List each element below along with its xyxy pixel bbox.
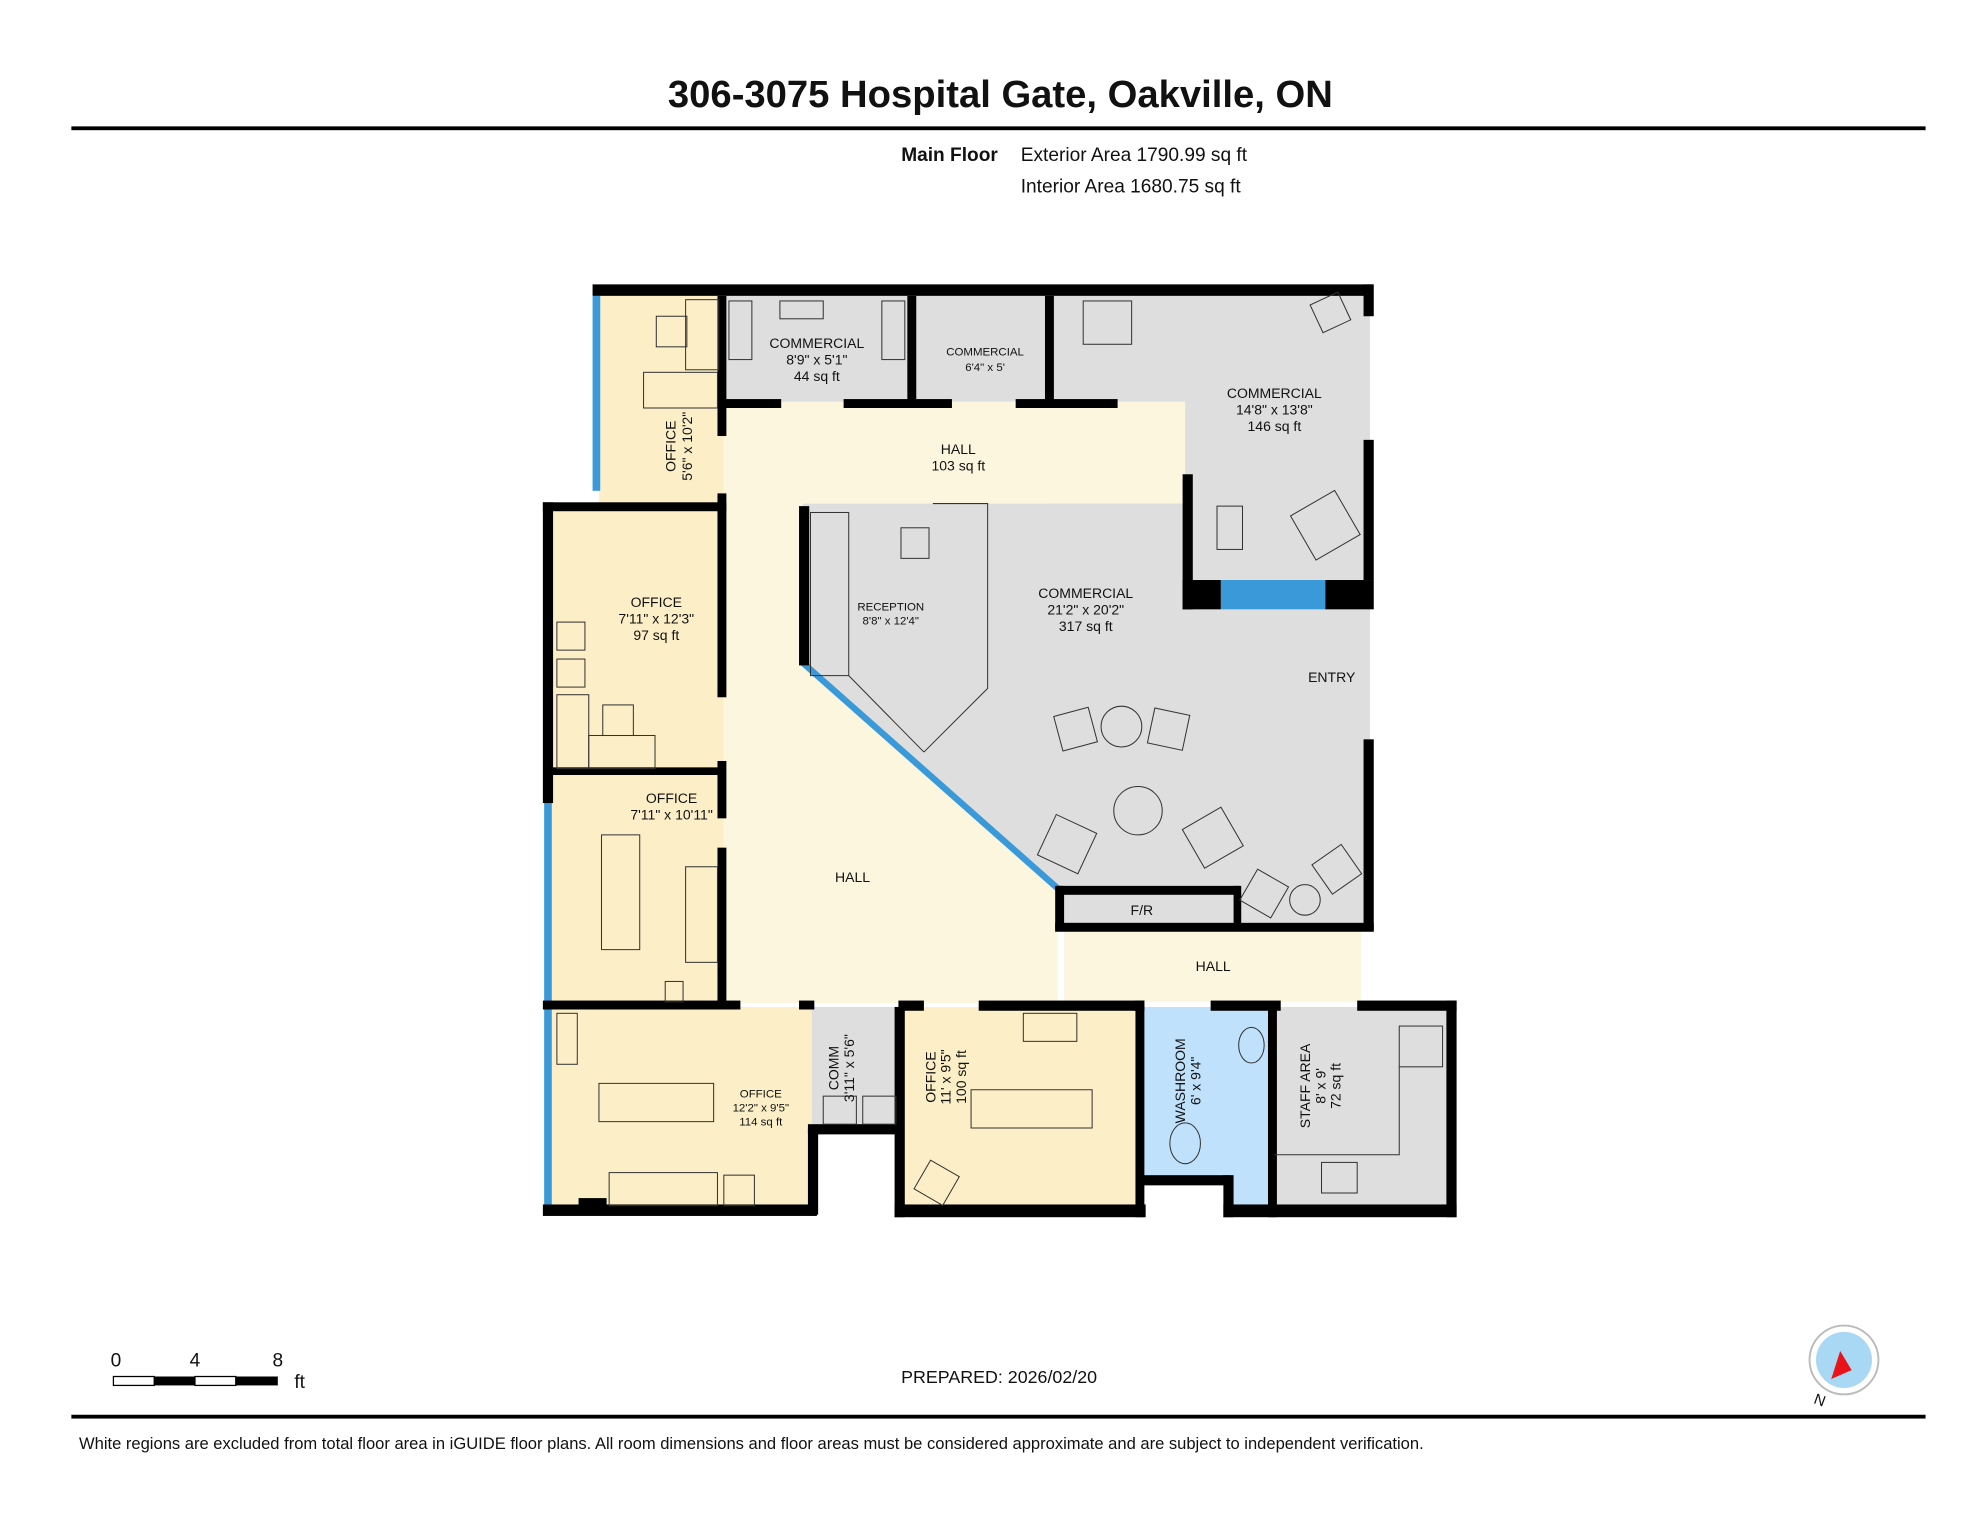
room-area: 72 sq ft <box>1328 1063 1344 1109</box>
room-office-l3 <box>547 771 724 1005</box>
room-name: STAFF AREA <box>1297 1043 1313 1128</box>
room-dims: 8'8" x 12'4" <box>863 616 919 628</box>
interior-area: Interior Area 1680.75 sq ft <box>1021 177 1242 198</box>
furniture <box>556 291 1444 1207</box>
room-fr <box>1057 892 1237 926</box>
room-area: 114 sq ft <box>739 1116 783 1128</box>
compass-north-label: N <box>1812 1391 1828 1411</box>
floor-label: Main Floor <box>901 145 998 166</box>
room-office-bm <box>900 1006 1139 1211</box>
scale-tick: 8 <box>272 1350 283 1371</box>
room-dims: 7'11" x 10'11" <box>630 807 713 823</box>
room-name: COMMERCIAL <box>769 335 864 351</box>
room-dims: 21'2" x 20'2" <box>1047 601 1124 617</box>
scale-bar: 0 4 8 ft <box>111 1350 306 1393</box>
windows <box>544 295 1326 1205</box>
disclaimer: White regions are excluded from total fl… <box>79 1434 1424 1453</box>
room-name: F/R <box>1131 902 1154 918</box>
room-name: OFFICE <box>740 1088 782 1100</box>
room-name: COMMERCIAL <box>1227 385 1322 401</box>
prepared-date: PREPARED: 2026/02/20 <box>901 1367 1097 1387</box>
room-name: RECEPTION <box>857 602 924 614</box>
room-office-bl <box>547 1006 812 1211</box>
header-divider <box>71 126 1926 131</box>
room-dims: 6' x 9'4" <box>1187 1057 1203 1105</box>
page-title: 306-3075 Hospital Gate, Oakville, ON <box>668 73 1333 116</box>
exterior-area: Exterior Area 1790.99 sq ft <box>1021 145 1248 166</box>
room-commercial-main <box>802 503 1370 928</box>
room-washroom <box>1138 1006 1275 1209</box>
room-fills <box>547 295 1451 1211</box>
scale-unit: ft <box>294 1372 305 1393</box>
room-commercial-2 <box>911 295 1048 406</box>
walls <box>542 284 1457 1218</box>
room-name: COMMERCIAL <box>1038 585 1133 601</box>
room-dims: 14'8" x 13'8" <box>1236 401 1313 417</box>
scale-tick: 0 <box>111 1350 122 1371</box>
room-name: OFFICE <box>631 594 682 610</box>
room-commercial-1 <box>723 295 912 406</box>
room-dims: 3'11" x 5'6" <box>841 1034 857 1102</box>
room-hall <box>723 401 1186 1004</box>
room-dims: 5'6" x 10'2" <box>679 412 695 481</box>
room-dims: 8'9" x 5'1" <box>786 352 847 368</box>
window <box>544 800 552 1005</box>
room-area: 146 sq ft <box>1248 418 1302 434</box>
room-hall-bottom <box>1064 927 1362 1002</box>
room-area: 317 sq ft <box>1059 618 1113 634</box>
room-area: 100 sq ft <box>953 1050 969 1104</box>
room-name: COMM <box>826 1046 842 1090</box>
window <box>1220 580 1326 610</box>
room-labels: OFFICE 5'6" x 10'2" COMMERCIAL 8'9" x 5'… <box>618 335 1356 1128</box>
window <box>800 660 1060 891</box>
room-dims: 6'4" x 5' <box>965 362 1005 374</box>
room-area: 44 sq ft <box>794 368 840 384</box>
room-name: HALL <box>941 441 976 457</box>
room-name: OFFICE <box>646 790 697 806</box>
room-name: HALL <box>835 869 870 885</box>
room-name: OFFICE <box>662 421 678 472</box>
footer-divider <box>71 1414 1926 1419</box>
room-name: COMMERCIAL <box>946 347 1024 359</box>
room-office-tl <box>598 295 724 510</box>
room-name: ENTRY <box>1308 669 1356 685</box>
room-dims: 7'11" x 12'3" <box>618 610 694 626</box>
room-dims: 11' x 9'5" <box>938 1049 954 1104</box>
room-area: 103 sq ft <box>931 457 985 473</box>
scale-tick: 4 <box>190 1350 201 1371</box>
window <box>592 295 601 491</box>
room-dims: 12'2" x 9'5" <box>733 1102 789 1114</box>
room-dims: 8' x 9' <box>1312 1068 1328 1104</box>
room-area: 97 sq ft <box>633 627 679 643</box>
room-name: HALL <box>1196 958 1231 974</box>
window <box>544 1006 552 1205</box>
room-staff-area <box>1274 1006 1451 1211</box>
room-office-l2 <box>547 509 724 772</box>
compass-icon: N <box>1808 1324 1880 1411</box>
room-name: WASHROOM <box>1172 1038 1188 1123</box>
room-name: OFFICE <box>922 1051 938 1102</box>
